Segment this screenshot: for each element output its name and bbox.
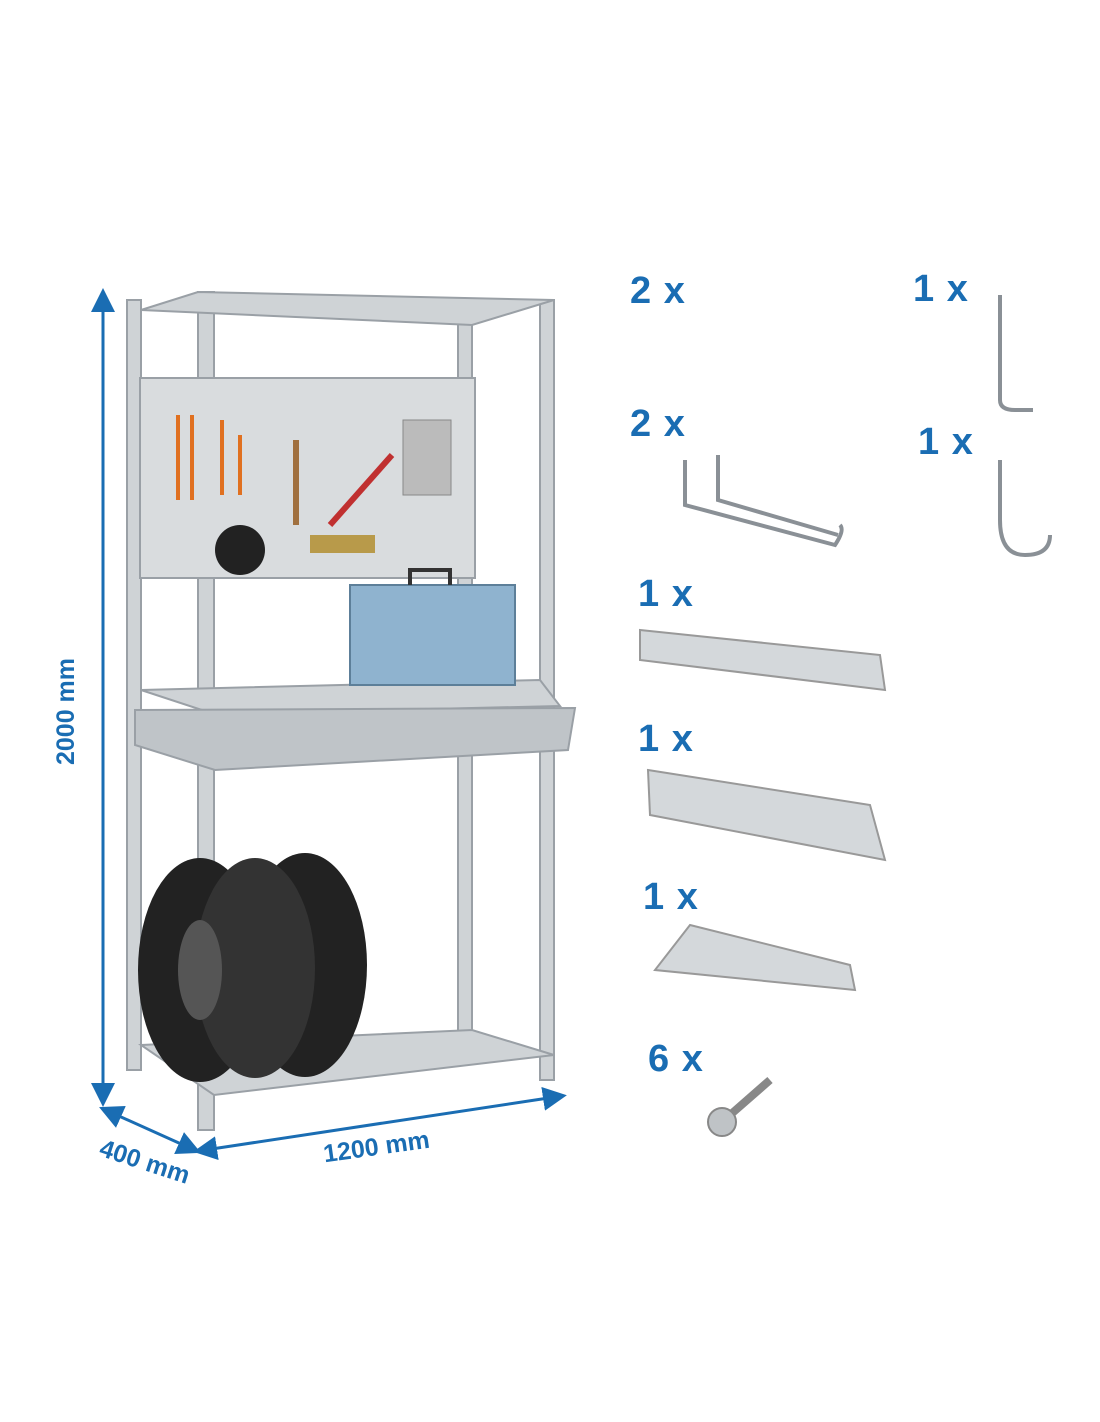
double-u-hook-image: [683, 455, 844, 548]
hanging-tools: [176, 415, 452, 575]
tool-tray-image: [653, 923, 857, 992]
quantity-long-hook: 1 x: [913, 268, 969, 310]
quantity-double-hook: 2 x: [630, 270, 686, 312]
height-dimension-label: 2000 mm: [52, 657, 81, 766]
screwdriver-holder-small-image: [639, 628, 887, 692]
accessory-images: [639, 295, 1052, 1137]
screw-image: [707, 1076, 773, 1137]
quantity-screwdriver-holder-large: 1 x: [638, 718, 694, 760]
long-hook-image: [998, 295, 1033, 412]
screwdriver-holder-large-image: [646, 768, 887, 862]
quantity-double-u-hook: 2 x: [630, 403, 686, 445]
tool-box: [349, 568, 516, 686]
depth-dimension-arrow: [99, 1105, 201, 1155]
width-dimension-arrow: [193, 1086, 567, 1161]
curved-hook-image: [998, 460, 1052, 558]
quantity-screw: 6 x: [648, 1038, 704, 1080]
tyres: [138, 853, 367, 1082]
quantity-tool-tray: 1 x: [643, 876, 699, 918]
quantity-curved-hook: 1 x: [918, 421, 974, 463]
quantity-screwdriver-holder-small: 1 x: [638, 573, 694, 615]
